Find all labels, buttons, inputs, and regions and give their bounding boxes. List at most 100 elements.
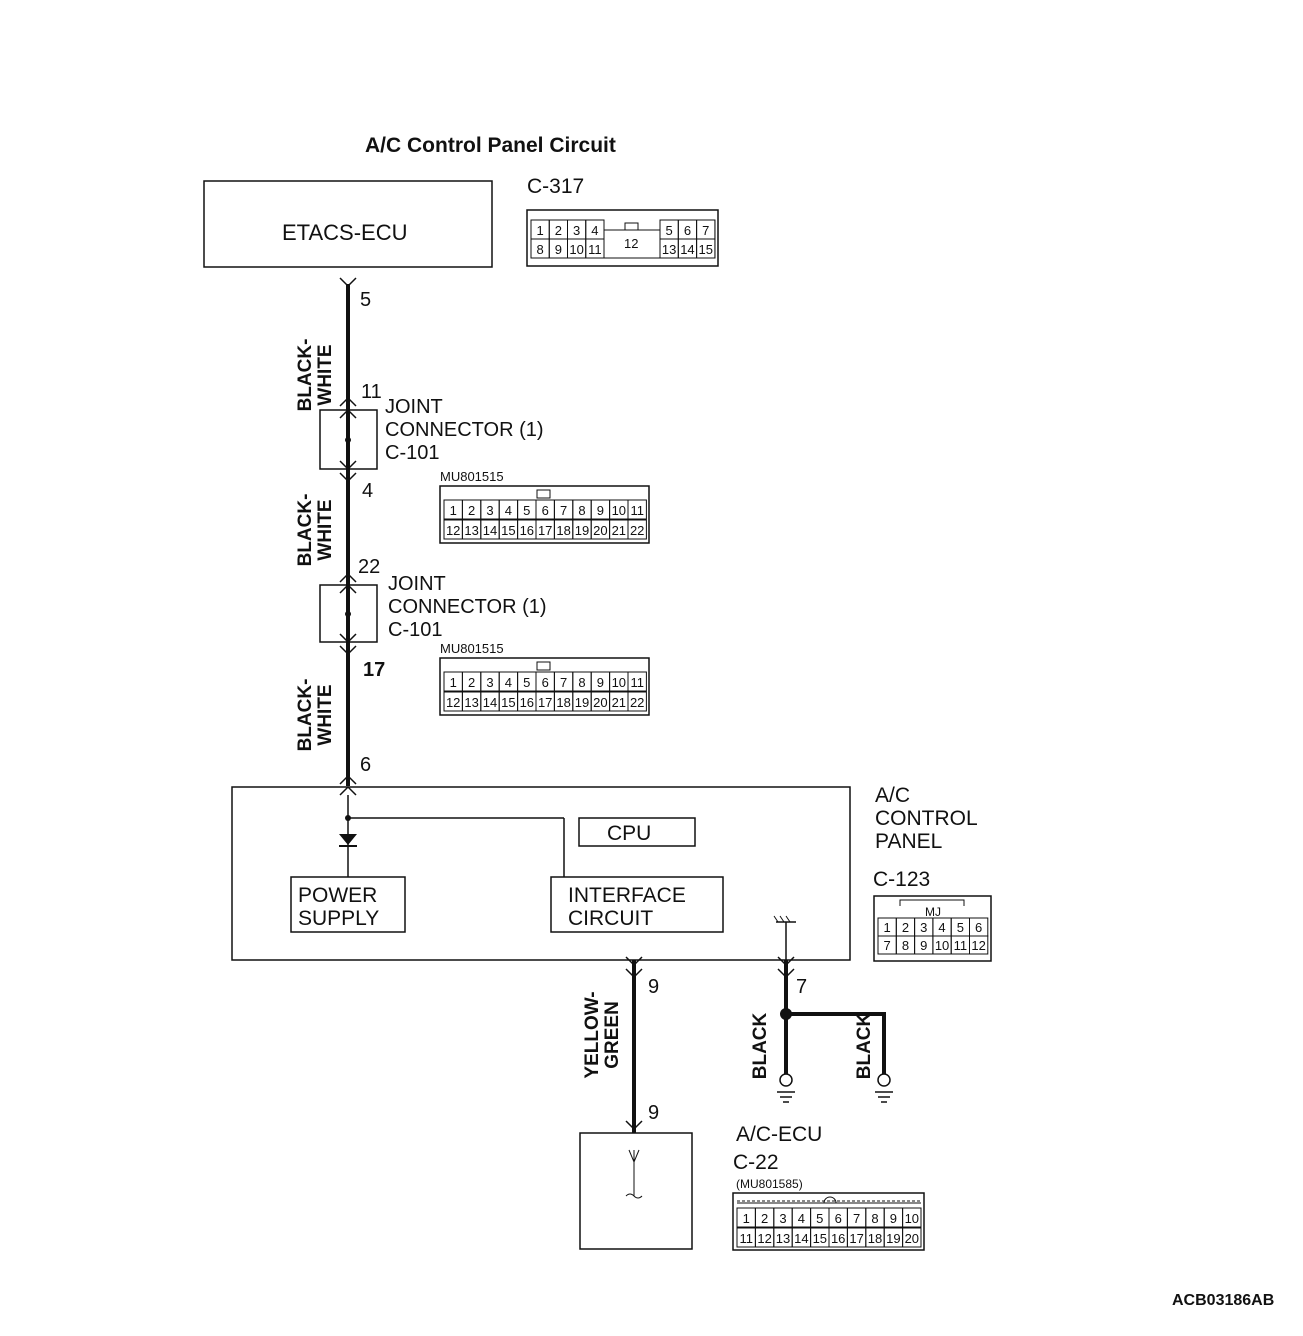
- connector-c22-label: C-22: [733, 1151, 779, 1174]
- joint1-pin-13: 13: [464, 523, 478, 538]
- joint2-pin-19: 19: [575, 695, 589, 710]
- joint2-pin-17: 17: [538, 695, 552, 710]
- joint2-pin-13: 13: [464, 695, 478, 710]
- c22-pin-8: 8: [871, 1211, 878, 1226]
- c123-pin-5: 5: [957, 920, 964, 935]
- wire-color-2-line2: WHITE: [315, 499, 336, 560]
- joint1-pin-19: 19: [575, 523, 589, 538]
- ground-color-a-text: BLACK: [750, 1012, 771, 1079]
- joint2-cell-11: [627, 671, 647, 692]
- joint1-cell-11: [627, 499, 647, 520]
- joint2-pin-14: 14: [483, 695, 497, 710]
- joint2-pin-15: 15: [501, 695, 515, 710]
- c22-pin-17: 17: [849, 1231, 863, 1246]
- pin-17-label: 17: [363, 659, 385, 681]
- joint2-line1: JOINT: [388, 573, 446, 595]
- ground-wires: [777, 956, 893, 1103]
- ac-control-panel-block: POWER SUPPLY CPU INTERFACE CIRCUIT: [231, 774, 851, 961]
- joint1-line1: JOINT: [385, 396, 443, 418]
- joint1-pin-11: 11: [630, 503, 644, 518]
- c123-pin-3: 3: [920, 920, 927, 935]
- joint2-pin-12: 12: [446, 695, 460, 710]
- joint1-pin-16: 16: [520, 523, 534, 538]
- figure-code: ACB03186AB: [1172, 1292, 1274, 1309]
- c22-pin-1: 1: [743, 1211, 750, 1226]
- c22-pin-20: 20: [905, 1231, 919, 1246]
- c317-cell-11: [585, 238, 605, 259]
- wire-color-1-line1: BLACK-: [295, 339, 316, 412]
- pin-22-label: 22: [358, 556, 380, 578]
- etacs-ecu-label: ETACS-ECU: [282, 220, 408, 245]
- joint2-pin-2: 2: [468, 675, 475, 690]
- ground-color-a: BLACK: [750, 1012, 771, 1079]
- wire-color-label-1: BLACK- WHITE: [295, 339, 336, 412]
- c317-pin-10: 10: [569, 242, 583, 257]
- c123-pin-9: 9: [920, 938, 927, 953]
- joint2-pin-11: 11: [630, 675, 644, 690]
- joint2-pin-21: 21: [612, 695, 626, 710]
- wire-color-4-line1: YELLOW-: [582, 991, 603, 1078]
- c317-cell-15: [696, 238, 716, 259]
- connector-c317-pin-12: 12: [624, 236, 638, 251]
- c317-pin-3: 3: [573, 223, 580, 238]
- c123-pin-10: 10: [935, 938, 949, 953]
- c317-pin-4: 4: [591, 223, 598, 238]
- joint2-part: MU801515: [440, 641, 504, 656]
- joint1-pin-21: 21: [612, 523, 626, 538]
- c22-pin-15: 15: [813, 1231, 827, 1246]
- c317-pin-9: 9: [555, 242, 562, 257]
- ac-panel-line3: PANEL: [875, 830, 942, 853]
- ac-ecu-label: A/C-ECU: [736, 1123, 822, 1146]
- c317-pin-6: 6: [684, 223, 691, 238]
- pin-9-bottom-label: 9: [648, 1102, 659, 1124]
- joint1-pin-2: 2: [468, 503, 475, 518]
- pin-4-label: 4: [362, 480, 373, 502]
- pin-11-label: 11: [361, 381, 382, 403]
- joint1-pin-20: 20: [593, 523, 607, 538]
- c22-pin-4: 4: [798, 1211, 805, 1226]
- joint1-pin-7: 7: [560, 503, 567, 518]
- ground-color-b: BLACK: [854, 1012, 875, 1079]
- c22-pin-9: 9: [890, 1211, 897, 1226]
- joint2-pin-9: 9: [597, 675, 604, 690]
- wire-color-3-line1: BLACK-: [295, 679, 316, 752]
- joint1-pin-14: 14: [483, 523, 497, 538]
- wire-color-label-3: BLACK- WHITE: [295, 679, 336, 752]
- joint1-pin-3: 3: [486, 503, 493, 518]
- joint2-pin-18: 18: [556, 695, 570, 710]
- joint1-pin-18: 18: [556, 523, 570, 538]
- c317-pin-14: 14: [680, 242, 694, 257]
- joint1-pin-15: 15: [501, 523, 515, 538]
- cpu-label: CPU: [607, 822, 651, 845]
- joint1-pin-1: 1: [450, 503, 457, 518]
- joint1-pin-22: 22: [630, 523, 644, 538]
- joint1-cell-22: [627, 519, 647, 540]
- joint2-pin-3: 3: [486, 675, 493, 690]
- joint2-pin-22: 22: [630, 695, 644, 710]
- joint1-pin-10: 10: [612, 503, 626, 518]
- joint2-pin-1: 1: [450, 675, 457, 690]
- joint2-line2: CONNECTOR (1): [388, 596, 547, 618]
- joint1-pin-17: 17: [538, 523, 552, 538]
- c22-pin-16: 16: [831, 1231, 845, 1246]
- c22-pin-19: 19: [886, 1231, 900, 1246]
- ac-ecu-block: [579, 1132, 693, 1250]
- pin-9-top-label: 9: [648, 976, 659, 998]
- joint2-pin-6: 6: [542, 675, 549, 690]
- interface-line2: CIRCUIT: [568, 907, 653, 930]
- c123-pin-12: 12: [971, 938, 985, 953]
- joint1-pin-9: 9: [597, 503, 604, 518]
- connector-c123-tag: MJ: [925, 905, 941, 919]
- diagram-title: A/C Control Panel Circuit: [365, 134, 616, 157]
- joint2-pin-7: 7: [560, 675, 567, 690]
- pin-6-label: 6: [360, 754, 371, 776]
- power-supply-line1: POWER: [298, 884, 377, 907]
- wire-color-label-2: BLACK- WHITE: [295, 494, 336, 567]
- joint2-pin-16: 16: [520, 695, 534, 710]
